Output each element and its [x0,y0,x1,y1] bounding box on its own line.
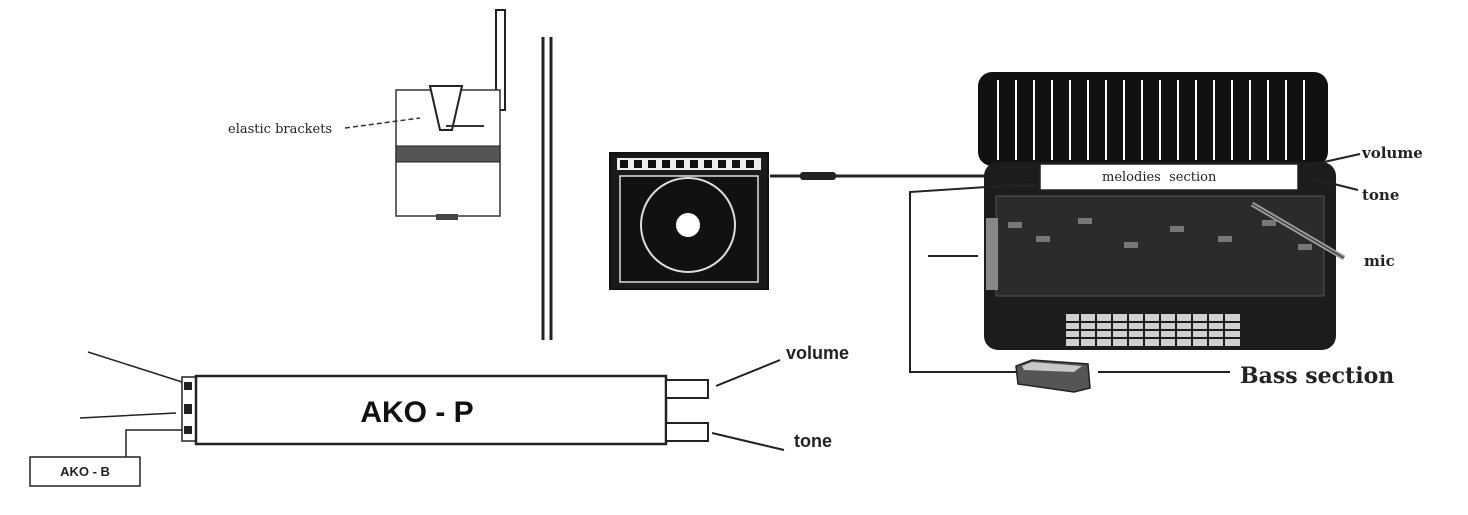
volume-right-pointer [1305,153,1361,167]
tone-right-pointer [1309,177,1359,191]
bass-cable [909,183,1033,373]
elastic-bracket-mount [395,9,506,220]
elastic-brackets-label: elastic brackets [228,122,332,137]
ako-p-unit [181,374,709,446]
ako-p-middle-pointer [79,412,177,419]
mic-label: mic [1364,252,1395,270]
elastic-brackets-pointer [344,117,421,129]
ako-p-top-pointer [87,351,183,383]
ako-b-box [29,456,141,487]
rod [541,37,553,340]
accordion [978,72,1336,350]
bass-section-label: Bass section [1240,363,1394,389]
tone-bottom-pointer [711,432,785,451]
melodies-section-label: melodies section [1102,170,1217,185]
volume-bottom-pointer [715,359,781,387]
ako-p-label: AKO - P [360,396,473,429]
tone-bottom-label: tone [794,431,832,451]
ako-b-label: AKO - B [60,464,110,479]
melodies-section-strip [1039,163,1299,191]
volume-right-label: volume [1361,144,1423,162]
tone-right-label: tone [1362,186,1399,204]
volume-bottom-label: volume [786,343,849,363]
amplifier [609,152,769,290]
ako-b-cable [125,429,182,458]
